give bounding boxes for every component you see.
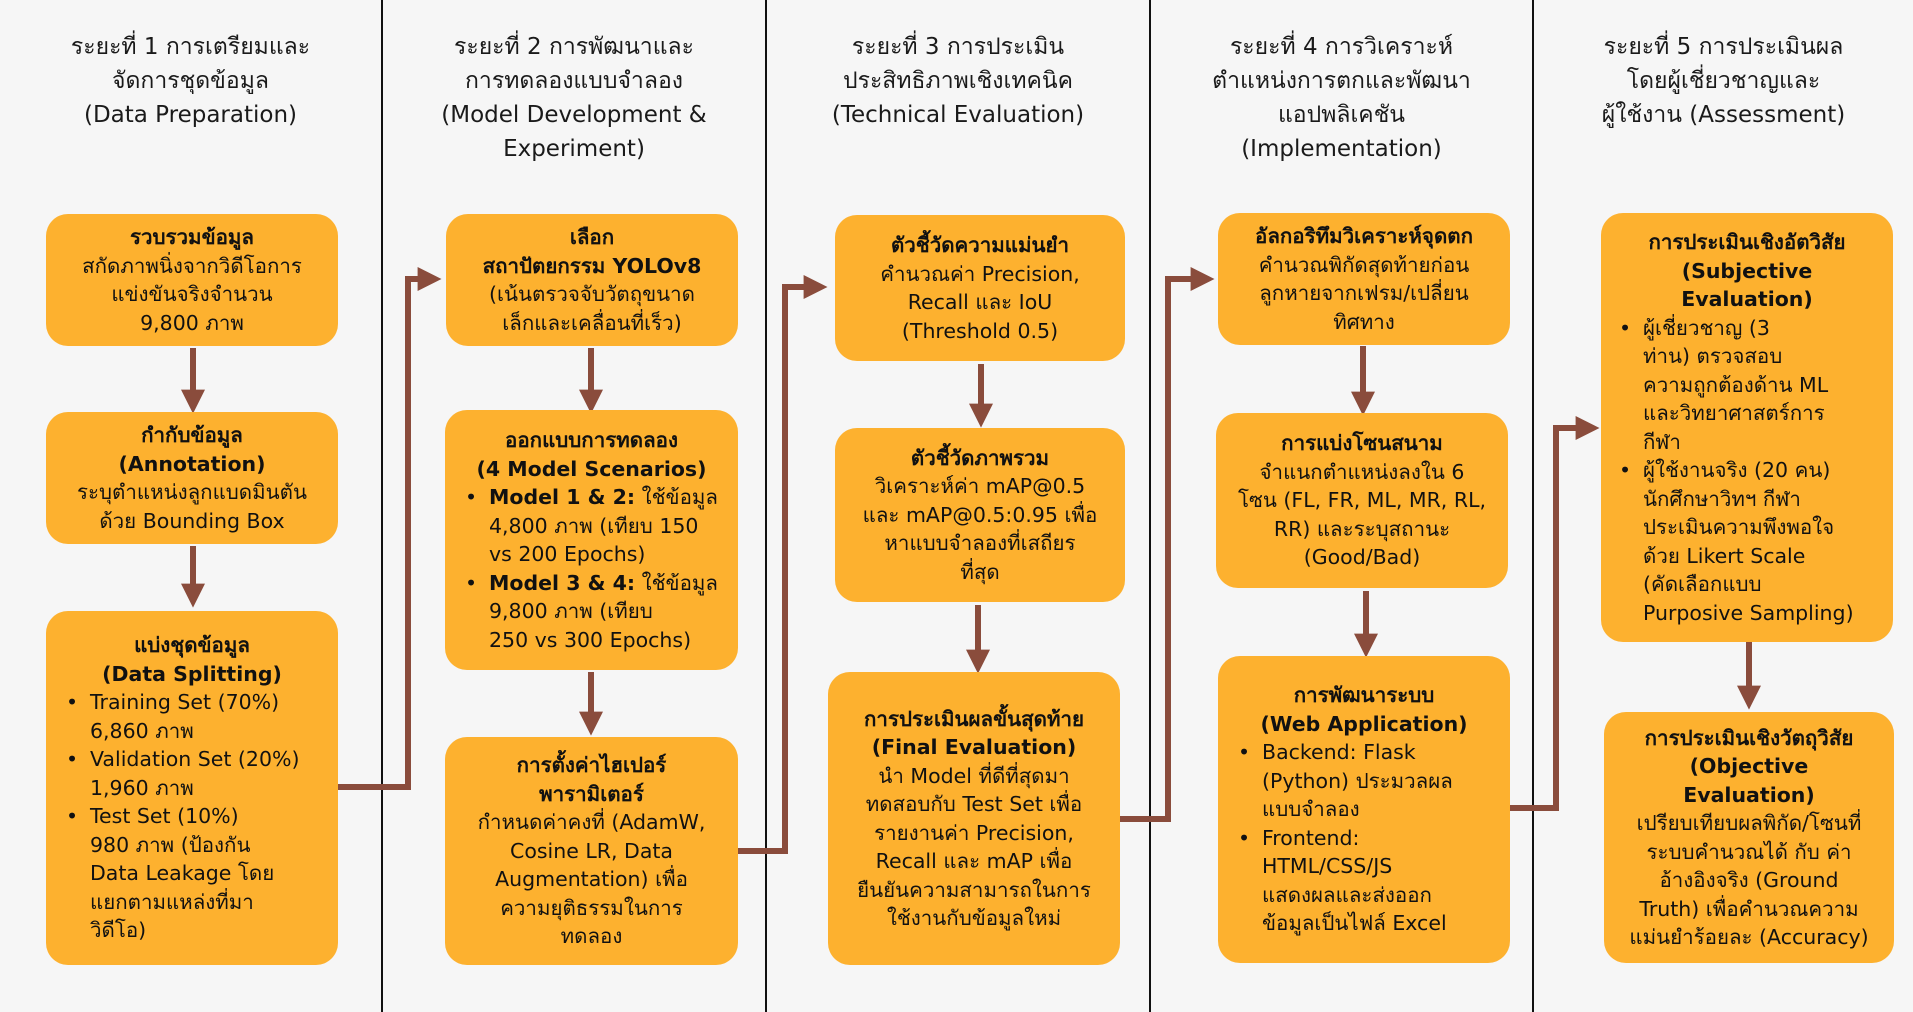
step-web-application: การพัฒนาระบบ (Web Application) Backend: … (1218, 656, 1510, 963)
step-title: การประเมินเชิงอัตวิสัย (Subjective Evalu… (1648, 230, 1846, 311)
step-title: รวบรวมข้อมูล (130, 225, 254, 249)
step-desc: คำนวณพิกัดสุดท้ายก่อน ลูกหายจากเฟรม/เปลี… (1258, 252, 1470, 334)
step-final-evaluation: การประเมินผลขั้นสุดท้าย (Final Evaluatio… (828, 672, 1120, 965)
phase-2-title: ระยะที่ 2 การพัฒนาและ การทดลองแบบจำลอง (… (441, 34, 707, 162)
bullet-item: ผู้ใช้งานจริง (20 คน) นักศึกษาวิทฯ กีฬา … (1611, 456, 1883, 627)
step-subjective-evaluation: การประเมินเชิงอัตวิสัย (Subjective Evalu… (1601, 213, 1893, 642)
column-divider (1532, 0, 1534, 1012)
step-desc: วิเคราะห์ค่า mAP@0.5 และ mAP@0.5:0.95 เพ… (862, 474, 1098, 584)
bullet-list: ผู้เชี่ยวชาญ (3 ท่าน) ตรวจสอบ ความถูกต้อ… (1611, 314, 1883, 628)
step-title: การพัฒนาระบบ (Web Application) (1260, 683, 1468, 736)
bullet-item: Backend: Flask (Python) ประมวลผล แบบจำลอ… (1230, 738, 1498, 824)
bullet-list: Model 1 & 2: ใช้ข้อมูล 4,800 ภาพ (เทียบ … (457, 483, 726, 654)
bullet-item: Training Set (70%) 6,860 ภาพ (58, 688, 326, 745)
step-landing-algorithm: อัลกอริทึมวิเคราะห์จุดตก คำนวณพิกัดสุดท้… (1218, 213, 1510, 345)
column-divider (381, 0, 383, 1012)
arrow-p2-to-p3 (737, 275, 828, 854)
step-title: การประเมินเชิงวัตถุวิสัย (Objective Eval… (1644, 725, 1854, 807)
step-title: การตั้งค่าไฮเปอร์ พารามิเตอร์ (516, 753, 667, 806)
phase-5-title: ระยะที่ 5 การประเมินผล โดยผู้เชี่ยวชาญแล… (1601, 34, 1846, 128)
step-title: เลือก สถาปัตยกรรม YOLOv8 (482, 225, 702, 278)
step-title: การประเมินผลขั้นสุดท้าย (Final Evaluatio… (864, 706, 1084, 760)
bullet-item: Validation Set (20%) 1,960 ภาพ (58, 745, 326, 802)
step-title: ตัวชี้วัดความแม่นยำ (890, 233, 1070, 257)
step-desc: คำนวณค่า Precision, Recall และ IoU (Thre… (880, 261, 1080, 343)
bullet-item: Model 1 & 2: ใช้ข้อมูล 4,800 ภาพ (เทียบ … (457, 483, 726, 569)
step-desc: นำ Model ที่ดีที่สุดมา ทดสอบกับ Test Set… (857, 763, 1091, 931)
step-select-architecture: เลือก สถาปัตยกรรม YOLOv8 (เน้นตรวจจับวัต… (446, 214, 738, 346)
arrow-p1-to-p2 (338, 267, 442, 790)
step-desc: กำหนดค่าคงที่ (AdamW, Cosine LR, Data Au… (477, 810, 706, 949)
bullet-item: Frontend: HTML/CSS/JS แสดงผลและส่งออก ข้… (1230, 824, 1498, 938)
bullet-list: Training Set (70%) 6,860 ภาพ Validation … (58, 688, 326, 945)
step-collect-data: รวบรวมข้อมูล สกัดภาพนิ่งจากวิดีโอการ แข่… (46, 214, 338, 346)
step-overall-metrics: ตัวชี้วัดภาพรวม วิเคราะห์ค่า mAP@0.5 และ… (835, 428, 1125, 602)
bullet-item: Model 3 & 4: ใช้ข้อมูล 9,800 ภาพ (เทียบ … (457, 569, 726, 655)
bullet-item: Test Set (10%) 980 ภาพ (ป้องกัน Data Lea… (58, 802, 326, 945)
step-title: อัลกอริทึมวิเคราะห์จุดตก (1255, 224, 1473, 248)
step-experiment-design: ออกแบบการทดลอง (4 Model Scenarios) Model… (445, 410, 738, 670)
step-desc: (เน้นตรวจจับวัตถุขนาด เล็กและเคลื่อนที่เ… (489, 282, 695, 335)
step-court-zones: การแบ่งโซนสนาม จำแนกตำแหน่งลงใน 6 โซน (F… (1216, 413, 1508, 588)
column-divider (765, 0, 767, 1012)
bullet-item: ผู้เชี่ยวชาญ (3 ท่าน) ตรวจสอบ ความถูกต้อ… (1611, 314, 1883, 457)
step-title: แบ่งชุดข้อมูล (Data Splitting) (102, 633, 282, 686)
step-hyperparameters: การตั้งค่าไฮเปอร์ พารามิเตอร์ กำหนดค่าคง… (445, 737, 738, 965)
step-title: ออกแบบการทดลอง (4 Model Scenarios) (476, 428, 707, 481)
phase-3-title: ระยะที่ 3 การประเมิน ประสิทธิภาพเชิงเทคน… (831, 34, 1085, 128)
step-objective-evaluation: การประเมินเชิงวัตถุวิสัย (Objective Eval… (1604, 712, 1894, 963)
column-divider (1149, 0, 1151, 1012)
step-accuracy-metrics: ตัวชี้วัดความแม่นยำ คำนวณค่า Precision, … (835, 215, 1125, 361)
step-desc: สกัดภาพนิ่งจากวิดีโอการ แข่งขันจริงจำนวน… (82, 253, 302, 335)
step-data-splitting: แบ่งชุดข้อมูล (Data Splitting) Training … (46, 611, 338, 965)
step-desc: จำแนกตำแหน่งลงใน 6 โซน (FL, FR, ML, MR, … (1237, 459, 1487, 570)
arrow-p4-to-p5 (1509, 416, 1600, 811)
bullet-list: Backend: Flask (Python) ประมวลผล แบบจำลอ… (1230, 738, 1498, 938)
phase-4-title: ระยะที่ 4 การวิเคราะห์ ตำแหน่งการตกและพั… (1212, 34, 1471, 162)
step-desc: เปรียบเทียบผลพิกัด/โซนที่ ระบบคำนวณได้ ก… (1629, 811, 1869, 949)
arrow-p3-to-p4 (1120, 267, 1215, 822)
step-desc: ระบุตำแหน่งลูกแบดมินตัน ด้วย Bounding Bo… (77, 480, 307, 533)
step-title: การแบ่งโซนสนาม (1281, 431, 1443, 456)
step-title: ตัวชี้วัดภาพรวม (910, 445, 1050, 470)
phase-1-title: ระยะที่ 1 การเตรียมและ จัดการชุดข้อมูล (… (70, 34, 311, 128)
step-title: กำกับข้อมูล (Annotation) (118, 423, 266, 476)
step-annotation: กำกับข้อมูล (Annotation) ระบุตำแหน่งลูกแ… (46, 412, 338, 544)
